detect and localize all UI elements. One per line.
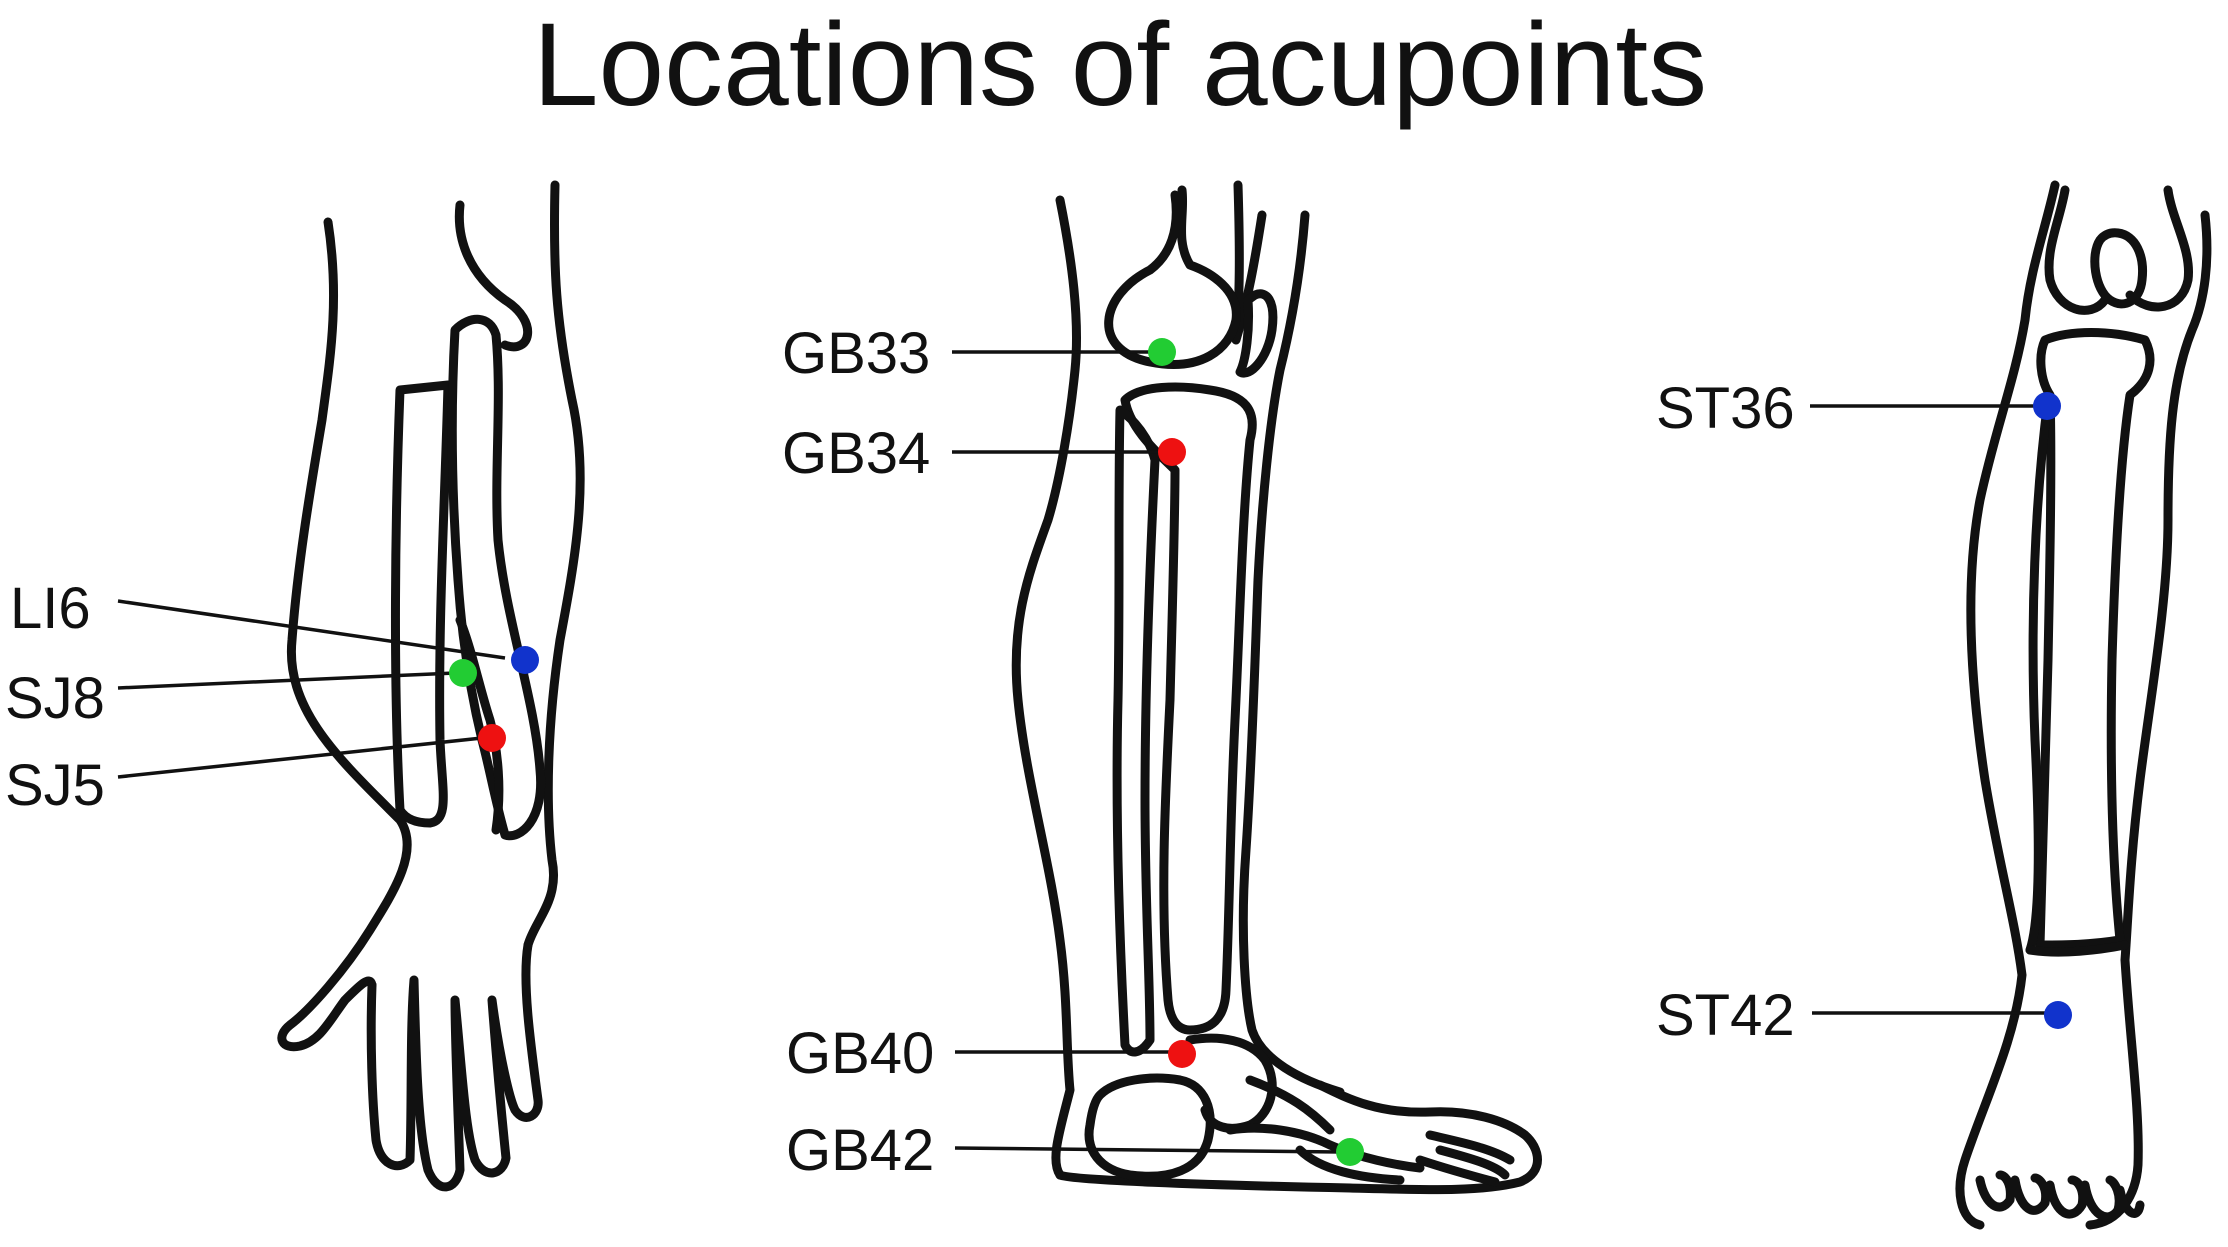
elbow-top <box>454 200 533 352</box>
thigh-left <box>1011 195 1082 1180</box>
label-gb33: GB33 <box>782 321 930 386</box>
foot-outline <box>1055 1080 1542 1195</box>
label-li6: LI6 <box>10 576 91 641</box>
radius-inner <box>455 615 504 835</box>
acupoint-gb40-marker <box>1168 1040 1196 1068</box>
label-st36: ST36 <box>1656 376 1795 441</box>
leader-lines <box>117 350 2048 1154</box>
femur-condyle <box>1104 185 1241 369</box>
acupoint-gb42-marker <box>1336 1138 1364 1166</box>
hand-outline <box>366 940 543 1192</box>
acupoint-st42-marker <box>2044 1001 2072 1029</box>
label-sj8: SJ8 <box>5 666 105 731</box>
tibia-front <box>2035 328 2155 950</box>
diagram-title: Locations of acupoints <box>533 0 1707 131</box>
acupoint-li6-marker <box>511 646 539 674</box>
acupoint-st36-marker <box>2033 392 2061 420</box>
acupoint-sj5-marker <box>478 724 506 752</box>
thigh-right <box>1231 180 1345 1097</box>
radius-bone <box>447 314 546 841</box>
toes-front <box>1975 1170 2145 1222</box>
tibia <box>1120 382 1257 1035</box>
forearm-figure <box>277 180 585 1192</box>
anterior-leg-figure <box>1955 180 2212 1230</box>
leader-gb42 <box>954 1146 1341 1154</box>
label-gb40: GB40 <box>786 1021 934 1086</box>
label-gb34: GB34 <box>782 421 930 486</box>
leg-outline-left <box>1955 180 2060 1230</box>
leg-outline-right <box>2085 210 2212 1230</box>
leader-sj8 <box>117 671 456 690</box>
label-gb42: GB42 <box>786 1118 934 1183</box>
ankle-line <box>2025 940 2130 957</box>
forearm-outline-right <box>523 180 585 950</box>
acupoint-markers <box>449 338 2072 1166</box>
fibula <box>1112 405 1160 1057</box>
patella-front <box>2090 228 2148 309</box>
leader-li6 <box>117 599 506 660</box>
leader-sj5 <box>117 736 483 779</box>
acupoint-sj8-marker <box>449 659 477 687</box>
acupoint-gb33-marker <box>1148 338 1176 366</box>
label-st42: ST42 <box>1656 983 1795 1048</box>
tarsal-bones <box>1225 1075 1425 1185</box>
forearm-outline-left <box>277 217 412 1052</box>
label-sj5: SJ5 <box>5 753 105 818</box>
point-labels: LI6 SJ8 SJ5 GB33 GB34 GB40 GB42 ST36 ST4… <box>5 321 1795 1183</box>
patella <box>1235 289 1278 378</box>
calcaneus <box>1084 1073 1215 1181</box>
toe-lines <box>1415 1130 1515 1187</box>
lateral-leg-figure <box>1011 180 1542 1195</box>
fibula-front <box>2025 395 2053 955</box>
acupoint-gb34-marker <box>1158 438 1186 466</box>
femur-knee <box>2044 185 2194 315</box>
ulna-bone <box>390 380 453 828</box>
